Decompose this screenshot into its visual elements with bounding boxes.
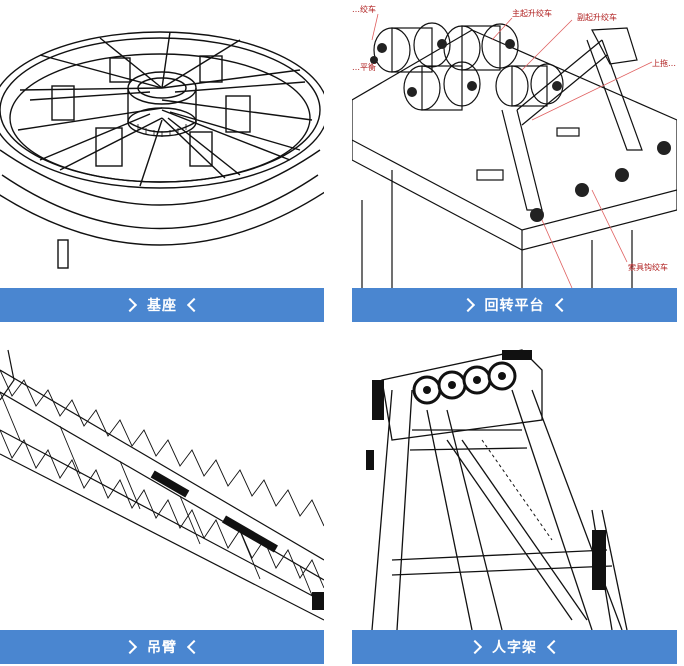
callout-label: 索具钩绞车 <box>628 262 668 272</box>
chevron-right-icon <box>122 297 138 313</box>
caption-label: 人字架 <box>492 640 537 656</box>
chevron-right-icon <box>122 639 138 655</box>
product-card-boom[interactable]: 吊臂 <box>0 330 324 666</box>
lattice-boom-drawing <box>0 349 324 621</box>
caption-bar-a-frame[interactable]: 人字架 <box>352 630 677 664</box>
callout-label: …绞车 <box>352 4 376 14</box>
callout-label: 副起升绞车 <box>577 12 617 22</box>
a-frame-image[interactable] <box>352 330 677 630</box>
a-frame-drawing <box>366 349 628 630</box>
base-ring-image[interactable] <box>0 0 324 288</box>
callout-label: …平衡 <box>352 62 376 72</box>
product-card-base[interactable]: 基座 <box>0 0 324 322</box>
slewing-platform-image[interactable]: …绞车 主起升绞车 副起升绞车 …平衡 上拖… 索具钩绞车 <box>352 0 677 288</box>
chevron-left-icon <box>186 639 202 655</box>
base-ring-drawing <box>0 31 324 269</box>
lattice-boom-image[interactable] <box>0 330 324 630</box>
caption-label: 回转平台 <box>484 298 545 314</box>
callout-labels: …绞车 主起升绞车 副起升绞车 …平衡 上拖… 索具钩绞车 <box>352 4 676 272</box>
caption-bar-base[interactable]: 基座 <box>0 288 324 322</box>
caption-bar-boom[interactable]: 吊臂 <box>0 630 324 664</box>
callout-label: 主起升绞车 <box>512 8 552 18</box>
caption-label: 基座 <box>147 298 177 314</box>
product-card-a-frame[interactable]: 人字架 <box>352 330 677 666</box>
callout-label: 上拖… <box>652 58 676 68</box>
slewing-platform-drawing: …绞车 主起升绞车 副起升绞车 …平衡 上拖… 索具钩绞车 <box>352 4 677 288</box>
product-card-slewing-platform[interactable]: …绞车 主起升绞车 副起升绞车 …平衡 上拖… 索具钩绞车 回转平台 <box>352 0 677 322</box>
chevron-left-icon <box>554 297 569 313</box>
chevron-left-icon <box>186 297 202 313</box>
caption-label: 吊臂 <box>147 640 177 656</box>
chevron-right-icon <box>460 297 475 313</box>
chevron-right-icon <box>467 639 483 655</box>
caption-bar-slewing-platform[interactable]: 回转平台 <box>352 288 677 322</box>
chevron-left-icon <box>546 639 562 655</box>
